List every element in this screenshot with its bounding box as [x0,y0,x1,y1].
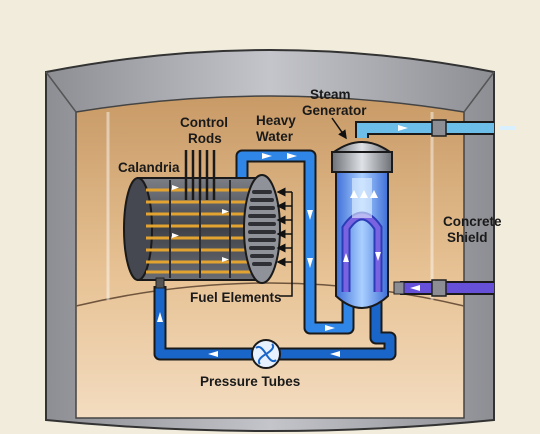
label-leaders [331,117,347,140]
label-calandria: Calandria [118,160,180,175]
label-concrete-shield-2: Shield [447,230,488,245]
steam-outlet-pipe [355,119,516,138]
control-rods [184,150,216,200]
labels: Control Rods Heavy Water Steam Generator… [118,87,502,389]
pump [251,339,281,369]
label-steam-generator-2: Generator [302,103,367,118]
heavy-water-loop [153,149,397,361]
label-concrete-shield-1: Concrete [443,214,502,229]
label-fuel-elements: Fuel Elements [190,290,282,305]
label-pressure-tubes: Pressure Tubes [200,374,300,389]
label-steam-generator-1: Steam [310,87,351,102]
fuel-element-arrows [276,187,293,297]
feedwater-inlet-pipe [393,279,494,297]
flow-arrows [157,125,420,357]
label-heavy-water-2: Water [256,129,294,144]
label-heavy-water-1: Heavy [256,113,296,128]
label-control-rods-1: Control [180,115,228,130]
label-control-rods-2: Rods [188,131,222,146]
steam-generator [330,141,394,309]
calandria [123,174,281,289]
